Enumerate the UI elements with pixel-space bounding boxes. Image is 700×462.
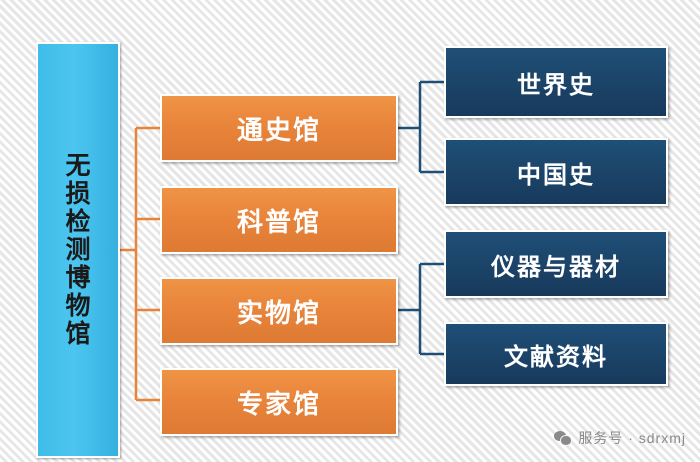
node-root-label: 无损检测博物馆 — [65, 152, 91, 348]
node-yiqiyuqicai-label: 仪器与器材 — [491, 253, 621, 281]
node-shiwuguan[interactable]: 实物馆 — [160, 277, 398, 345]
wechat-icon — [554, 430, 573, 446]
node-shijieshi-label: 世界史 — [517, 71, 595, 99]
watermark-text: 服务号 · sdrxmj — [578, 430, 686, 446]
node-zhuanjiaguan[interactable]: 专家馆 — [160, 368, 398, 436]
node-root[interactable]: 无损检测博物馆 — [36, 42, 120, 458]
node-kepuguan[interactable]: 科普馆 — [160, 186, 398, 254]
node-tongshiguan-label: 通史馆 — [236, 114, 321, 145]
node-yiqiyuqicai[interactable]: 仪器与器材 — [444, 230, 668, 298]
node-zhongguoshi[interactable]: 中国史 — [444, 138, 668, 206]
node-shiwuguan-label: 实物馆 — [236, 297, 321, 328]
node-zhuanjiaguan-label: 专家馆 — [236, 388, 321, 419]
node-tongshiguan[interactable]: 通史馆 — [160, 94, 398, 162]
node-wenxianziliao-label: 文献资料 — [504, 343, 608, 371]
node-wenxianziliao[interactable]: 文献资料 — [444, 322, 668, 386]
node-zhongguoshi-label: 中国史 — [517, 161, 595, 189]
node-shijieshi[interactable]: 世界史 — [444, 46, 668, 118]
node-kepuguan-label: 科普馆 — [236, 206, 321, 237]
watermark: 服务号 · sdrxmj — [554, 428, 686, 448]
